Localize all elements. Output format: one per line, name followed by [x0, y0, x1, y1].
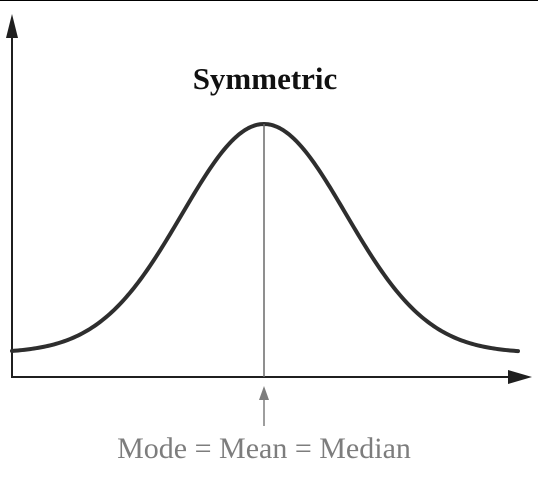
- x-axis-arrowhead: [508, 370, 532, 384]
- y-axis-arrowhead: [6, 14, 18, 38]
- diagram-title: Symmetric: [193, 61, 338, 96]
- top-border: [0, 0, 538, 1]
- bell-curve: [10, 122, 520, 354]
- center-annotation: Mode = Mean = Median: [117, 432, 411, 465]
- center-pointer-arrowhead: [259, 386, 269, 400]
